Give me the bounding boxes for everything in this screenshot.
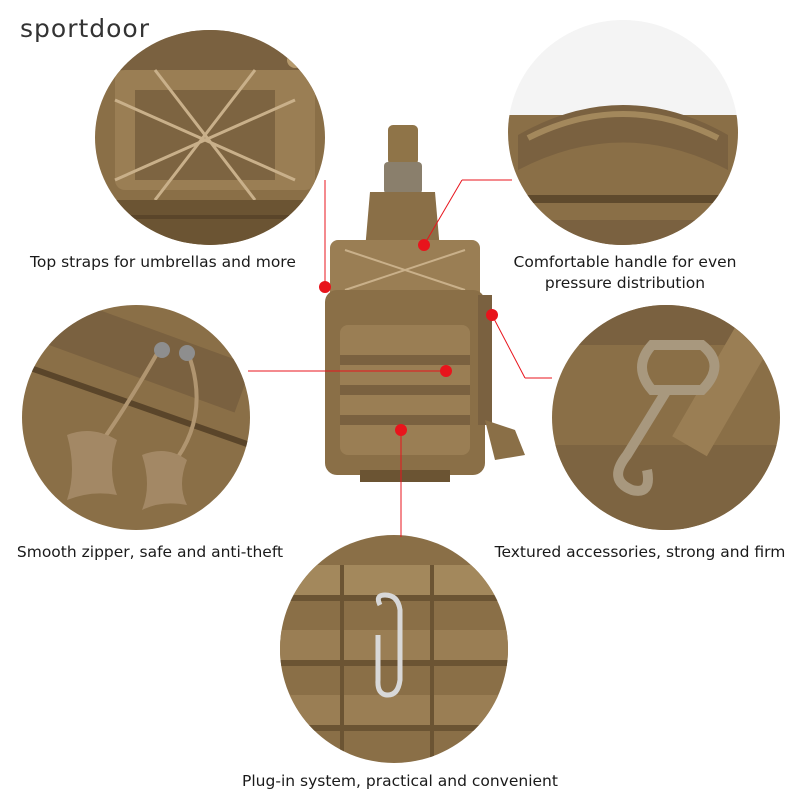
caption-top-straps: Top straps for umbrellas and more bbox=[30, 253, 296, 271]
hook-illustration bbox=[552, 305, 780, 530]
caption-accessories: Textured accessories, strong and firm bbox=[494, 543, 786, 561]
top-straps-detail-image bbox=[95, 30, 325, 245]
caption-plug-in: Plug-in system, practical and convenient bbox=[242, 772, 558, 790]
top-straps-illustration bbox=[95, 30, 325, 245]
handle-illustration bbox=[508, 20, 738, 245]
sling-bag-illustration bbox=[325, 125, 525, 482]
caption-handle-line1: Comfortable handle for even bbox=[513, 253, 737, 271]
sling-bag-image bbox=[300, 120, 540, 500]
plug-in-detail-image bbox=[280, 535, 508, 763]
brand-logo: sportdoor bbox=[20, 14, 151, 43]
zipper-detail-image bbox=[22, 305, 250, 530]
zipper-illustration bbox=[22, 305, 250, 530]
handle-detail-image bbox=[508, 20, 738, 245]
caption-handle-line2: pressure distribution bbox=[544, 274, 706, 292]
hook-detail-image bbox=[552, 305, 780, 530]
plug-in-illustration bbox=[280, 535, 508, 763]
caption-zipper: Smooth zipper, safe and anti-theft bbox=[16, 543, 284, 561]
caption-handle: Comfortable handle for even pressure dis… bbox=[505, 252, 745, 294]
